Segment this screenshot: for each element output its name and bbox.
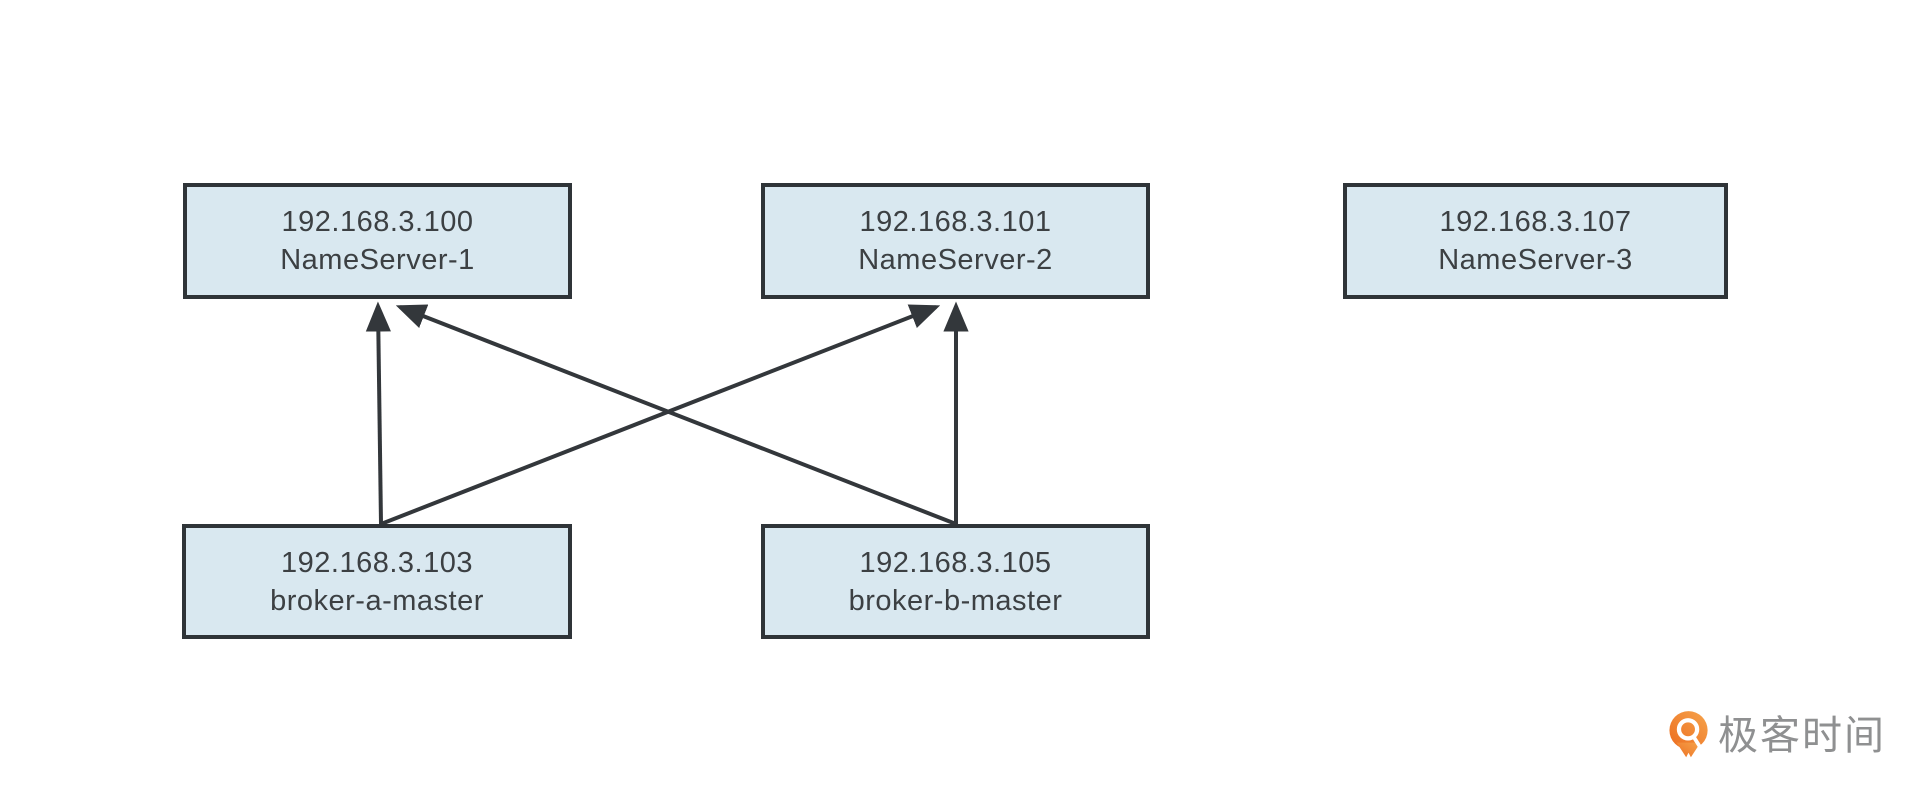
geektime-logo: 极客时间: [1668, 710, 1886, 762]
node-ip: 192.168.3.107: [1439, 206, 1632, 238]
node-broker-a-master: 192.168.3.103 broker-a-master: [182, 524, 572, 639]
node-broker-b-master: 192.168.3.105 broker-b-master: [761, 524, 1150, 639]
node-nameserver-3: 192.168.3.107 NameServer-3: [1343, 183, 1728, 299]
node-label: NameServer-1: [280, 244, 475, 276]
node-label: broker-a-master: [270, 584, 484, 617]
edge-broker-a-master-to-nameserver-1: [365, 301, 391, 525]
geektime-q-icon: [1669, 711, 1708, 762]
node-ip: 192.168.3.101: [859, 206, 1052, 238]
node-ip: 192.168.3.103: [281, 546, 473, 579]
node-label: NameServer-3: [1438, 244, 1633, 276]
edge-broker-b-master-to-nameserver-1: [395, 304, 957, 526]
edge-broker-a-master-to-nameserver-2: [380, 304, 941, 526]
node-label: NameServer-2: [858, 244, 1053, 276]
node-ip: 192.168.3.100: [281, 206, 474, 238]
node-ip: 192.168.3.105: [859, 546, 1052, 579]
node-nameserver-1: 192.168.3.100 NameServer-1: [183, 183, 572, 299]
node-label: broker-b-master: [848, 584, 1063, 617]
node-nameserver-2: 192.168.3.101 NameServer-2: [761, 183, 1150, 299]
geektime-logo-text: 极客时间: [1718, 714, 1886, 758]
